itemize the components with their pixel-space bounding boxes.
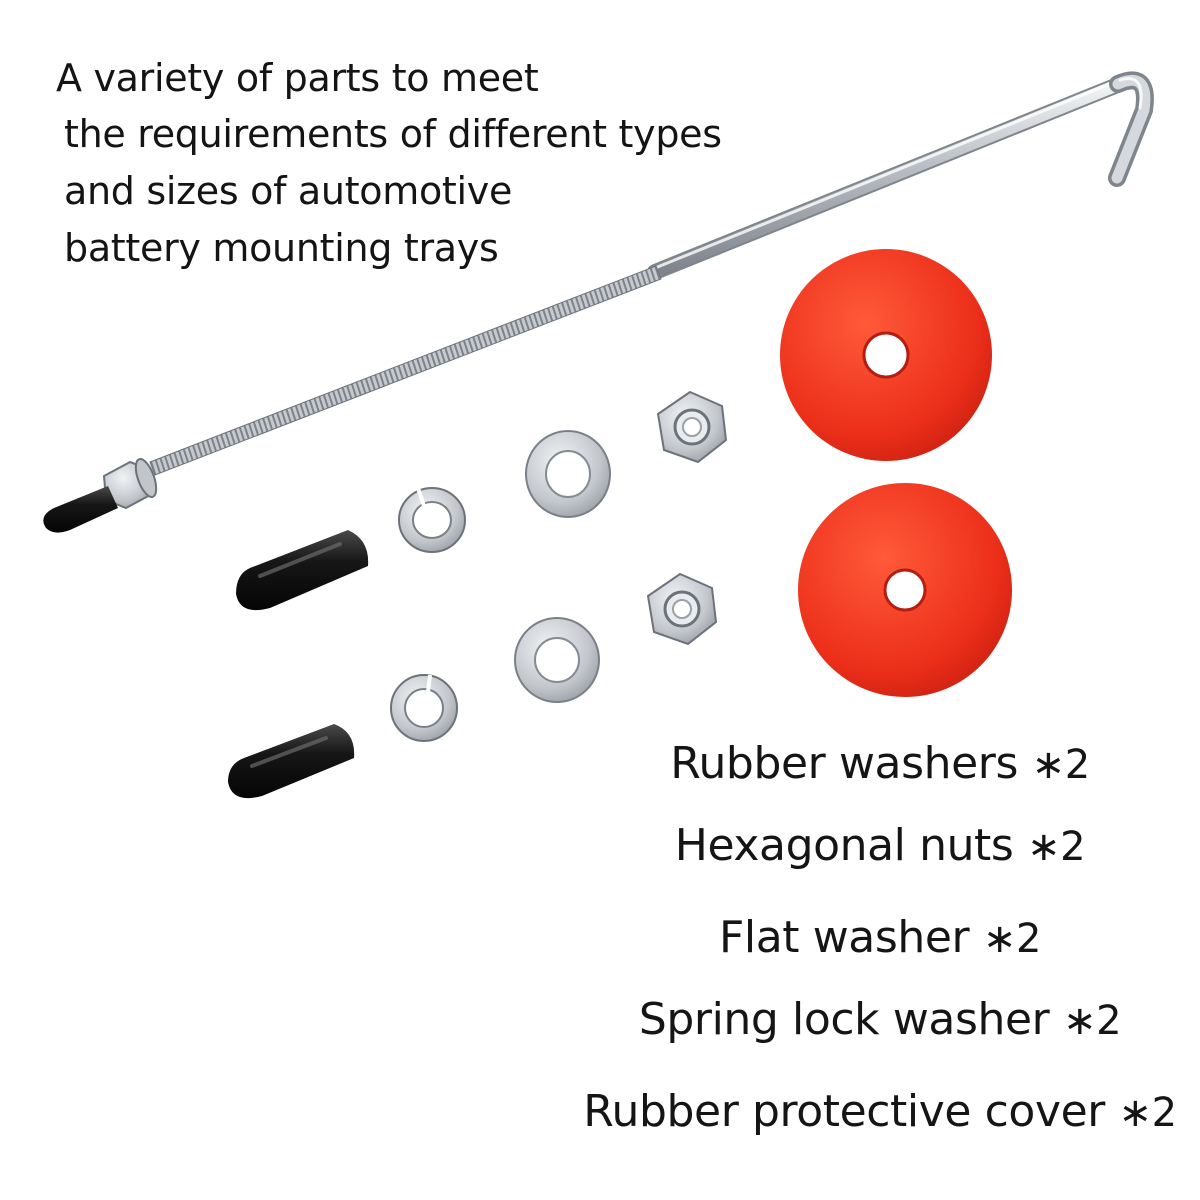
headline-line-1: A variety of parts to meet: [56, 56, 539, 100]
j-hook-rod: [43, 71, 1154, 533]
part-row-hexagonal-nuts: Hexagonal nuts ∗2: [560, 820, 1200, 871]
rubber-cover-1: [236, 530, 369, 611]
headline-line-3: and sizes of automotive: [64, 169, 513, 213]
part-row-rubber-washers: Rubber washers ∗2: [560, 738, 1200, 789]
part-quantity: ∗2: [1062, 998, 1122, 1044]
rubber-washer-1: [780, 249, 992, 461]
part-row-spring-lock-washer: Spring lock washer ∗2: [560, 994, 1200, 1045]
part-name: Flat washer: [718, 912, 970, 963]
spring-lock-washer-2: [390, 674, 458, 742]
flat-washer-2: [514, 617, 600, 703]
part-name: Spring lock washer: [638, 994, 1050, 1045]
hexagonal-nut-2: [646, 572, 718, 646]
part-quantity: ∗2: [1031, 742, 1091, 788]
part-name: Hexagonal nuts: [674, 820, 1014, 871]
part-row-flat-washer: Flat washer ∗2: [560, 912, 1200, 963]
part-quantity: ∗2: [982, 916, 1042, 962]
part-quantity: ∗2: [1027, 824, 1086, 870]
part-name: Rubber washers: [670, 738, 1018, 789]
hexagonal-nut-1: [656, 390, 728, 464]
part-row-rubber-protective-cover: Rubber protective cover ∗2: [560, 1086, 1200, 1137]
flat-washer-1: [525, 430, 611, 518]
part-name: Rubber protective cover: [583, 1086, 1105, 1137]
rubber-washer-2: [798, 483, 1012, 697]
part-quantity: ∗2: [1118, 1090, 1178, 1136]
headline-line-2: the requirements of different types: [64, 112, 722, 156]
spring-lock-washer-1: [398, 487, 466, 553]
headline-line-4: battery mounting trays: [64, 226, 499, 270]
rubber-cover-2: [228, 724, 355, 799]
